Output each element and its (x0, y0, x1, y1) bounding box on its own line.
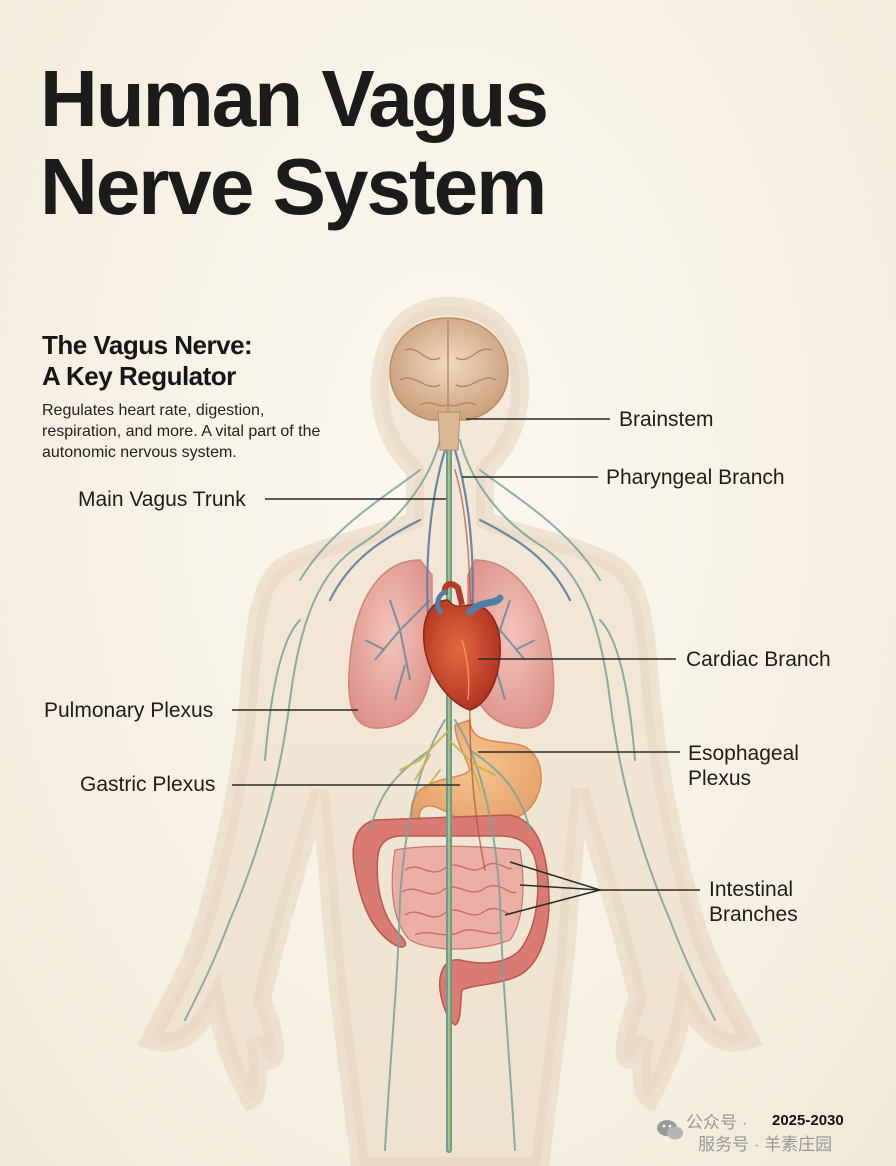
intestines (352, 814, 550, 1026)
label-pulmonary-plexus: Pulmonary Plexus (44, 699, 214, 722)
year-range: 2025-2030 (772, 1112, 844, 1129)
watermark-line-2: 服务号 · 羊素庄园 (698, 1135, 833, 1154)
label-intestinal-branches: Intestinal Branches (709, 877, 798, 927)
brain (389, 317, 509, 451)
section-subtitle: The Vagus Nerve: A Key Regulator (42, 330, 253, 392)
label-pharyngeal-branch: Pharyngeal Branch (606, 466, 785, 489)
label-esophageal-plexus: Esophageal Plexus (688, 741, 799, 791)
subtitle-line-1: The Vagus Nerve: (42, 330, 253, 360)
leader-lines (232, 418, 700, 916)
watermark-line-1: 公众号 · (686, 1113, 748, 1132)
vagus-nerve-network (184, 417, 716, 1153)
page-title: Human Vagus Nerve System (40, 54, 549, 231)
subtitle-line-2: A Key Regulator (42, 361, 236, 391)
title-line-2: Nerve System (40, 142, 547, 231)
description-text: Regulates heart rate, digestion, respira… (42, 402, 321, 461)
title-line-1: Human Vagus (40, 54, 549, 143)
label-esophageal-line-2: Plexus (688, 767, 752, 790)
heart (423, 581, 504, 711)
label-intestinal-line-1: Intestinal (709, 878, 794, 901)
brainstem-shape (437, 411, 461, 451)
label-main-vagus-trunk: Main Vagus Trunk (78, 488, 246, 511)
label-brainstem: Brainstem (619, 408, 714, 431)
label-esophageal-line-1: Esophageal (688, 742, 799, 765)
label-intestinal-line-2: Branches (709, 903, 798, 926)
label-cardiac-branch: Cardiac Branch (686, 648, 831, 671)
watermark: 公众号 · 服务号 · 羊素庄园 (660, 1112, 832, 1156)
wechat-icon (657, 1120, 683, 1140)
label-gastric-plexus: Gastric Plexus (80, 773, 216, 796)
